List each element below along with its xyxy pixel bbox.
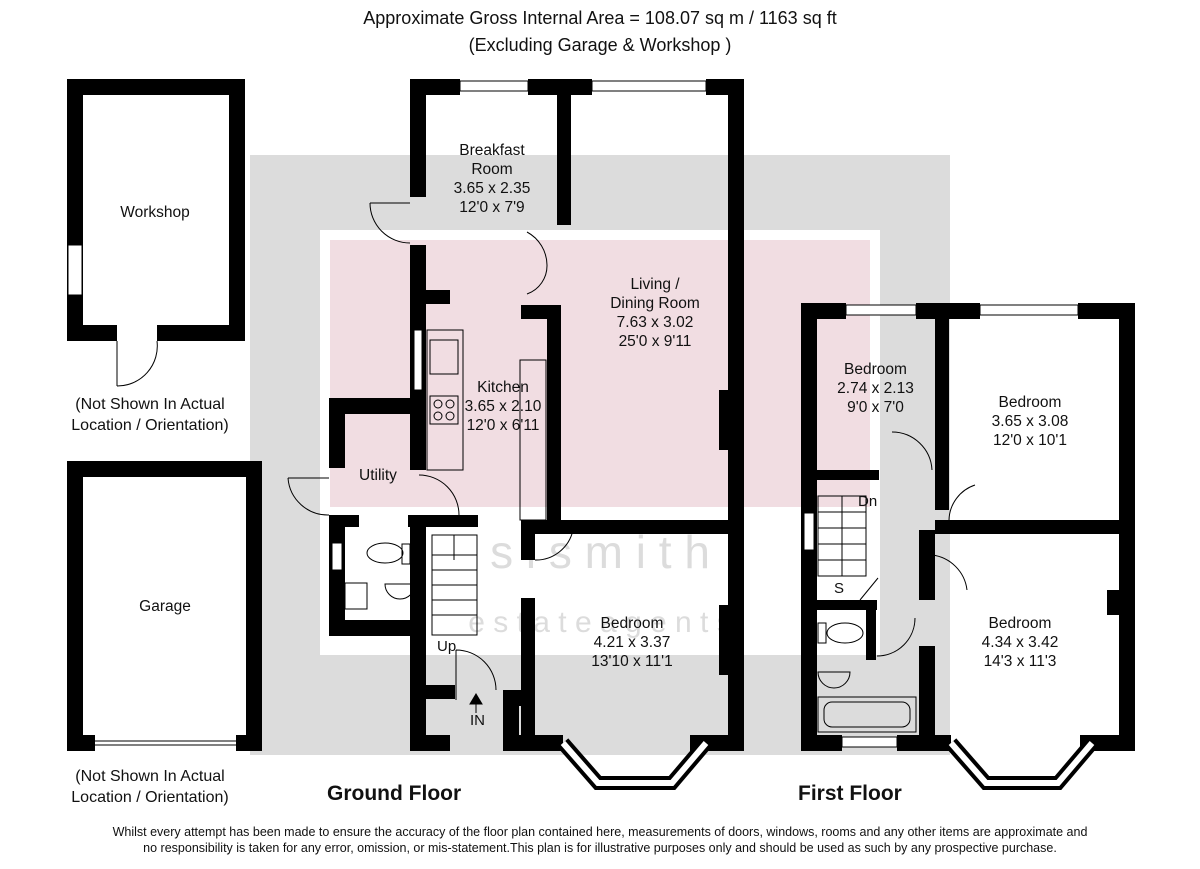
bathroom-door xyxy=(876,617,916,657)
living-double-door xyxy=(526,231,548,295)
room-name: Living / xyxy=(630,276,680,293)
room-size-metric: 3.65 x 2.10 xyxy=(464,398,542,415)
room-size-metric: 2.74 x 2.13 xyxy=(837,380,914,397)
landing-window xyxy=(803,512,815,551)
front-bedroom-door xyxy=(931,554,968,591)
first-floor-walls xyxy=(801,303,1135,751)
garage-outline xyxy=(67,461,262,751)
room-label-workshop: Workshop xyxy=(100,203,210,222)
room-name: Breakfast xyxy=(459,142,525,159)
room-label-garage: Garage xyxy=(110,597,220,616)
workshop-door xyxy=(116,340,158,387)
ground-stairs xyxy=(431,534,478,636)
room-size-imperial: 14'3 x 11'3 xyxy=(983,653,1057,670)
small-bedroom-door xyxy=(891,431,933,471)
front-door xyxy=(455,649,497,700)
room-size-metric: 4.34 x 3.42 xyxy=(981,634,1059,651)
utility-door xyxy=(418,474,460,516)
small-bedroom-window xyxy=(845,304,917,316)
shower-room-fittings xyxy=(344,542,416,610)
room-name: Room xyxy=(471,161,513,178)
room-name: Bedroom xyxy=(600,615,664,632)
room-label-first-bedroom-small: Bedroom 2.74 x 2.13 9'0 x 7'0 xyxy=(818,360,933,417)
bathroom-fittings xyxy=(817,622,917,733)
area-heading: Approximate Gross Internal Area = 108.07… xyxy=(363,8,837,28)
room-name: Utility xyxy=(359,467,397,484)
room-size-imperial: 12'0 x 6'11 xyxy=(466,417,540,434)
workshop-window xyxy=(67,244,83,296)
room-label-first-bedroom-rear: Bedroom 3.65 x 3.08 12'0 x 10'1 xyxy=(970,393,1090,450)
ground-floor-walls xyxy=(329,79,744,751)
room-name: Garage xyxy=(139,598,191,615)
kitchen-units xyxy=(426,329,547,521)
disclaimer: Whilst every attempt has been made to en… xyxy=(112,825,1088,855)
room-label-utility: Utility xyxy=(343,466,413,485)
room-name: Dining Room xyxy=(610,295,700,312)
area-exclusion-note: (Excluding Garage & Workshop ) xyxy=(468,35,732,55)
bathroom-window xyxy=(841,736,898,748)
room-label-living: Living / Dining Room 7.63 x 3.02 25'0 x … xyxy=(590,275,720,351)
entrance-arrow-icon xyxy=(469,693,483,713)
workshop-location-note: (Not Shown In Actual Location / Orientat… xyxy=(71,396,229,434)
room-size-metric: 4.21 x 3.37 xyxy=(593,634,671,651)
rear-bedroom-window xyxy=(979,304,1079,316)
room-size-metric: 3.65 x 3.08 xyxy=(991,413,1069,430)
room-label-ground-bedroom: Bedroom 4.21 x 3.37 13'10 x 11'1 xyxy=(572,614,692,671)
storage-door xyxy=(859,577,879,601)
stairs-down-marker: Dn xyxy=(858,493,878,510)
room-size-imperial: 13'10 x 11'1 xyxy=(591,653,673,670)
breakfast-door xyxy=(369,202,411,244)
garage-location-note: (Not Shown In Actual Location / Orientat… xyxy=(71,768,229,806)
stairs-up-marker: Up xyxy=(437,638,457,655)
utility-external-door xyxy=(287,477,330,516)
first-floor-title: First Floor xyxy=(798,782,902,805)
entrance-marker: IN xyxy=(470,712,485,729)
room-name: Bedroom xyxy=(844,361,907,378)
room-name: Bedroom xyxy=(988,615,1052,632)
room-name: Bedroom xyxy=(998,394,1062,411)
room-name: Workshop xyxy=(120,204,190,221)
watermark-tagline: e s t a t e a g e n t s xyxy=(468,606,731,639)
room-size-metric: 7.63 x 3.02 xyxy=(616,314,694,331)
room-size-imperial: 9'0 x 7'0 xyxy=(847,399,904,416)
room-label-breakfast: Breakfast Room 3.65 x 2.35 12'0 x 7'9 xyxy=(432,141,552,217)
living-patio-doors xyxy=(591,80,707,92)
room-label-first-bedroom-front: Bedroom 4.34 x 3.42 14'3 x 11'3 xyxy=(960,614,1080,671)
room-size-imperial: 12'0 x 7'9 xyxy=(459,199,525,216)
room-label-kitchen: Kitchen 3.65 x 2.10 12'0 x 6'11 xyxy=(443,378,563,435)
room-size-imperial: 12'0 x 10'1 xyxy=(992,432,1067,449)
first-stairs xyxy=(817,495,867,577)
bedroom-door xyxy=(534,529,574,561)
room-size-imperial: 25'0 x 9'11 xyxy=(618,333,692,350)
ground-floor-title: Ground Floor xyxy=(327,782,462,805)
storage-marker: S xyxy=(834,580,845,597)
room-name: Kitchen xyxy=(477,379,529,396)
kitchen-window xyxy=(413,329,423,391)
breakfast-window xyxy=(459,80,529,92)
room-size-metric: 3.65 x 2.35 xyxy=(453,180,531,197)
shower-window xyxy=(331,542,343,571)
rear-bedroom-door xyxy=(948,484,976,521)
